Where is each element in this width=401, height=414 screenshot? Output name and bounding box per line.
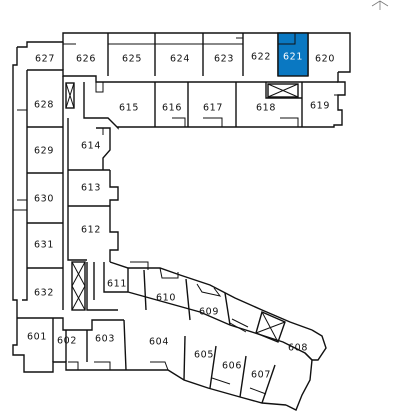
room-622[interactable]: 622 (251, 52, 271, 63)
room-608[interactable]: 608 (288, 343, 308, 354)
room-627[interactable]: 627 (35, 54, 55, 65)
inner-north-row (83, 82, 302, 130)
room-604[interactable]: 604 (149, 337, 169, 348)
room-612[interactable]: 612 (81, 225, 101, 236)
room-601[interactable]: 601 (27, 332, 47, 343)
west-wing (12, 47, 75, 318)
room-618[interactable]: 618 (256, 103, 276, 114)
room-630[interactable]: 630 (34, 194, 54, 205)
room-617[interactable]: 617 (203, 103, 223, 114)
room-624[interactable]: 624 (170, 54, 190, 65)
room-606[interactable]: 606 (222, 361, 242, 372)
room-605[interactable]: 605 (194, 350, 214, 361)
room-619[interactable]: 619 (310, 101, 330, 112)
southeast-wing (109, 261, 327, 411)
room-607[interactable]: 607 (251, 370, 271, 381)
room-614[interactable]: 614 (81, 141, 101, 152)
room-621-highlight[interactable] (277, 32, 309, 77)
room-629[interactable]: 629 (34, 146, 54, 157)
compass-icon (371, 0, 389, 10)
room-602[interactable]: 602 (57, 336, 77, 347)
north-wing (17, 32, 351, 128)
room-625[interactable]: 625 (122, 54, 142, 65)
room-616[interactable]: 616 (162, 103, 182, 114)
room-626[interactable]: 626 (76, 54, 96, 65)
room-603[interactable]: 603 (95, 334, 115, 345)
room-620[interactable]: 620 (315, 54, 335, 65)
room-611[interactable]: 611 (107, 279, 127, 290)
center-core (67, 118, 128, 311)
room-615[interactable]: 615 (119, 103, 139, 114)
room-610[interactable]: 610 (156, 293, 176, 304)
room-628[interactable]: 628 (34, 100, 54, 111)
room-labels: 627 626 625 624 623 622 621 620 615 616 … (27, 52, 335, 381)
south-row (12, 317, 287, 406)
room-632[interactable]: 632 (34, 288, 54, 299)
room-609[interactable]: 609 (199, 307, 219, 318)
room-621[interactable]: 621 (283, 52, 303, 63)
room-631[interactable]: 631 (34, 240, 54, 251)
room-623[interactable]: 623 (214, 54, 234, 65)
room-613[interactable]: 613 (81, 183, 101, 194)
